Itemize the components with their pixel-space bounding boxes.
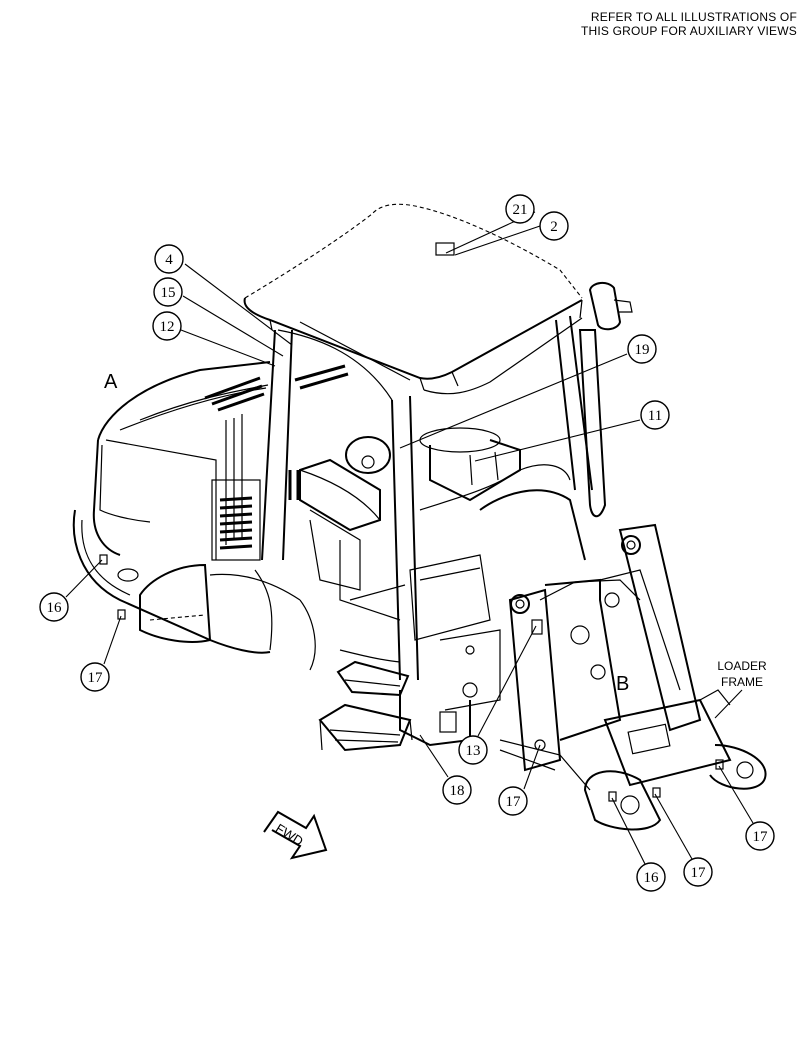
- callout-16-hood: 16: [39, 592, 69, 622]
- auxiliary-views-note: REFER TO ALL ILLUSTRATIONS OF THIS GROUP…: [497, 10, 797, 38]
- cab-frame: [261, 282, 633, 681]
- callout-17-frame-right-number: 17: [753, 829, 769, 845]
- callout-17-frame-left: 17: [498, 786, 528, 816]
- callout-18-number: 18: [450, 783, 465, 799]
- loader-frame: [499, 523, 767, 831]
- view-label-a: A: [104, 371, 118, 393]
- cab-roof: [243, 203, 583, 395]
- callout-16-frame: 16: [636, 862, 666, 892]
- callout-2: 2: [539, 211, 569, 241]
- operator-station: [288, 427, 586, 663]
- loader-frame-label-2: FRAME: [721, 675, 763, 689]
- note-line-1: REFER TO ALL ILLUSTRATIONS OF: [590, 10, 797, 24]
- callout-17-hood: 17: [80, 662, 110, 692]
- callout-2-number: 2: [550, 219, 558, 235]
- front-chassis: [399, 629, 501, 747]
- forward-arrow: FWD: [263, 810, 328, 860]
- callout-18: 18: [442, 775, 472, 805]
- callout-21-number: 21: [513, 202, 528, 218]
- callout-17-frame-center: 17: [683, 857, 713, 887]
- callout-4: 4: [154, 244, 184, 274]
- callout-19: 19: [627, 334, 657, 364]
- callout-15: 15: [153, 277, 183, 307]
- callout-4-number: 4: [165, 252, 173, 268]
- callout-15-number: 15: [161, 285, 176, 301]
- loader-frame-label-1: LOADER: [717, 659, 767, 673]
- steps: [318, 660, 413, 752]
- note-line-2: THIS GROUP FOR AUXILIARY VIEWS: [580, 24, 797, 38]
- callout-11-number: 11: [648, 408, 662, 424]
- callout-13-number: 13: [466, 743, 481, 759]
- callout-17-frame-right: 17: [745, 821, 775, 851]
- callout-19-number: 19: [635, 342, 650, 358]
- callout-16-frame-number: 16: [644, 870, 660, 886]
- callout-17-frame-center-number: 17: [691, 865, 707, 881]
- callout-12: 12: [152, 311, 182, 341]
- callout-17-hood-number: 17: [88, 670, 104, 686]
- callout-11: 11: [640, 400, 670, 430]
- callout-13: 13: [458, 735, 488, 765]
- engine-hood: [72, 361, 349, 671]
- callout-21: 21: [505, 194, 535, 224]
- callout-12-number: 12: [160, 319, 175, 335]
- view-label-b: B: [616, 673, 629, 695]
- callout-17-frame-left-number: 17: [506, 794, 522, 810]
- callout-16-hood-number: 16: [47, 600, 63, 616]
- leader-lines: [65, 211, 754, 865]
